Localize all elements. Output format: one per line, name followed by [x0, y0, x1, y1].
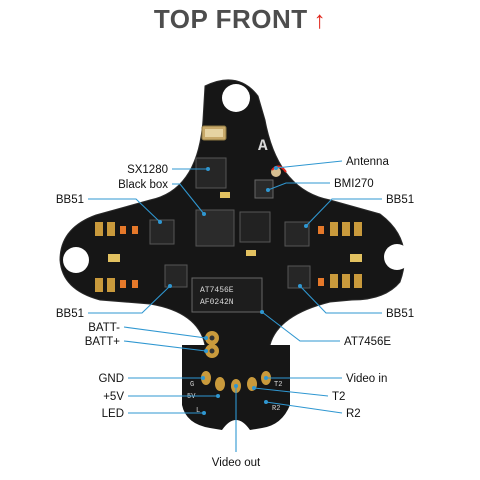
pad-label-5v: 5V [187, 393, 196, 401]
mount-hole-right [384, 244, 410, 270]
label-black-box: Black box [118, 179, 168, 191]
bb51-chip-bottom-right [287, 265, 311, 289]
capacitors [108, 192, 362, 262]
up-arrow-icon: ↑ [313, 7, 327, 34]
page-title: TOP FRONT↑ [0, 4, 480, 35]
osd-chip-marking-1: AT7456E [200, 286, 234, 295]
bmi270-chip [254, 179, 274, 199]
bb51-chip-top-left [149, 219, 175, 245]
label-batt-minus: BATT- [88, 322, 120, 334]
label-bmi270: BMI270 [334, 178, 374, 190]
label-bb51-bottom-right: BB51 [386, 308, 414, 320]
label-5v: +5V [103, 391, 124, 403]
mount-hole-left [63, 247, 89, 273]
label-t2: T2 [332, 391, 345, 403]
mcu-chip [239, 211, 271, 243]
sx1280-chip [195, 157, 227, 189]
title-text: TOP FRONT [153, 4, 308, 34]
motor-pads [95, 222, 362, 292]
board-logo: A [258, 137, 268, 155]
label-led: LED [102, 408, 124, 420]
label-video-out: Video out [212, 457, 261, 469]
pad-label-l: L [196, 407, 200, 415]
osd-chip-marking-2: AF0242N [200, 298, 234, 307]
pad-label-r2: R2 [272, 405, 280, 413]
label-bb51-top-left: BB51 [56, 194, 84, 206]
label-bb51-top-right: BB51 [386, 194, 414, 206]
label-at7456e: AT7456E [344, 336, 391, 348]
label-antenna: Antenna [346, 156, 389, 168]
leader-lines [88, 160, 382, 452]
small-pads [120, 226, 324, 288]
label-bb51-bottom-left: BB51 [56, 308, 84, 320]
callout-labels: SX1280 Black box BB51 BB51 BATT- BATT+ G… [56, 156, 414, 469]
label-r2: R2 [346, 408, 361, 420]
pad-label-g: G [190, 381, 194, 389]
label-sx1280: SX1280 [127, 164, 168, 176]
blackbox-chip [195, 209, 235, 247]
label-video-in: Video in [346, 373, 387, 385]
label-batt-plus: BATT+ [85, 336, 121, 348]
bb51-chip-bottom-left [164, 264, 188, 288]
pad-label-t2: T2 [274, 381, 282, 389]
osd-chip [191, 277, 263, 313]
label-gnd: GND [98, 373, 124, 385]
mount-hole-top [222, 84, 250, 112]
